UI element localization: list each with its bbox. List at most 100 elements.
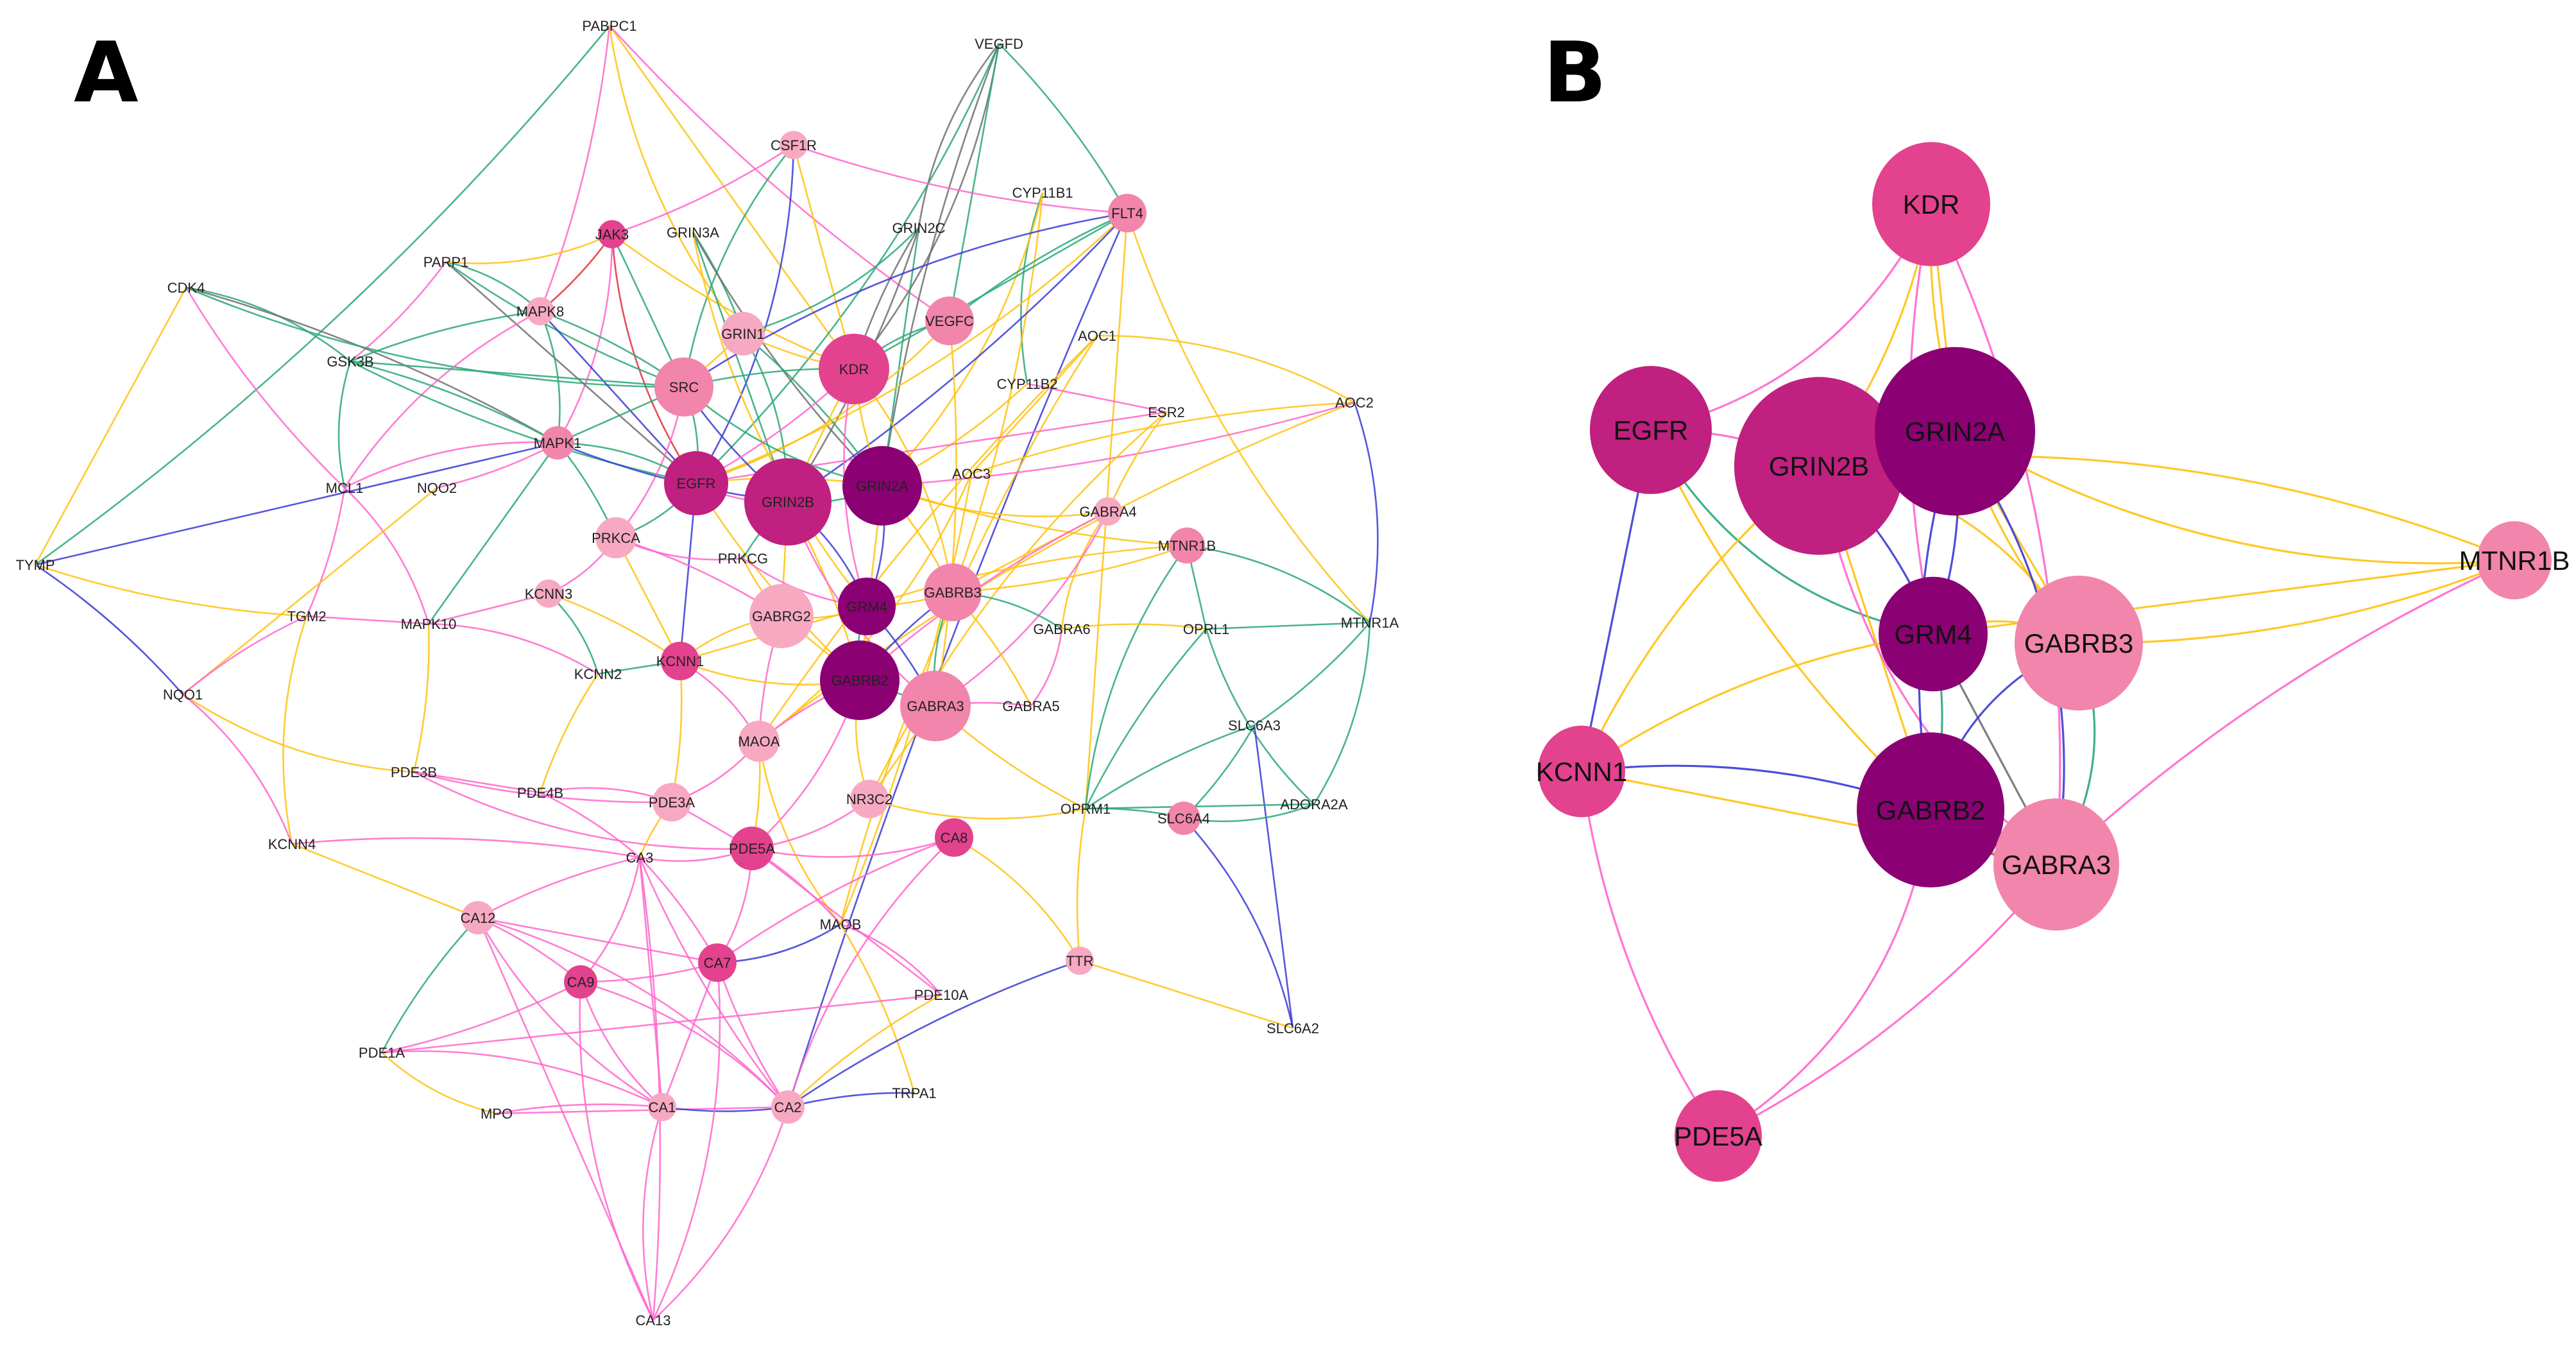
edge-ca13-ca12 [477, 917, 654, 1321]
node-label-maob: MAOB [820, 916, 862, 932]
node-nr3c2: NR3C2 [846, 780, 892, 818]
edge-vegfd-grin2c [917, 43, 1000, 228]
node-circle-gabrg2 [749, 584, 814, 648]
edge-nr3c2-oprm1 [869, 798, 1086, 820]
edge-tymp-tgm2 [35, 563, 307, 617]
node-label-kdr: KDR [1903, 189, 1960, 219]
node-circle-gabrb2 [1857, 732, 2004, 888]
node-circle-gabrb2 [820, 640, 900, 720]
node-label-gabrb3: GABRB3 [924, 585, 981, 601]
edge-pde1a-mpo [381, 1052, 497, 1115]
node-circle-mapk1 [541, 426, 574, 460]
node-gabrb2: GABRB2 [1857, 732, 2004, 888]
edge-mtnr1b-grm4 [866, 544, 1188, 608]
edge-cyp11b1-gabrb3 [951, 192, 1044, 593]
node-mtnr1a: MTNR1A [1341, 615, 1399, 631]
node-label-vegfc: VEGFC [925, 313, 974, 329]
edge-ttr-slc6a2 [1079, 959, 1293, 1029]
node-label-aoc3: AOC3 [952, 466, 991, 482]
node-pde10a: PDE10A [914, 987, 969, 1003]
node-gabrb3: GABRB3 [2015, 576, 2143, 710]
node-maob: MAOB [820, 916, 862, 932]
edge-slc6a3-slc6a4 [1183, 725, 1256, 819]
edge-cyp11b2-esr2 [1027, 382, 1167, 413]
node-label-gabra3: GABRA3 [2002, 850, 2111, 880]
edge-jak3-egfr [611, 234, 697, 484]
node-pde1a: PDE1A [359, 1045, 405, 1061]
node-pde5a: PDE5A [729, 827, 775, 870]
edge-ca9-pde1a [381, 981, 581, 1054]
node-kcnn2: KCNN2 [574, 666, 622, 682]
edge-mcl1-mapk10 [344, 487, 430, 624]
edge-ca8-ca7 [717, 836, 955, 964]
edge-parp1-jak3 [445, 233, 613, 264]
node-circle-nr3c2 [850, 780, 889, 818]
edge-vegfc-egfr [695, 320, 950, 485]
node-label-nr3c2: NR3C2 [846, 791, 892, 807]
node-vegfc: VEGFC [925, 296, 974, 345]
edge-tymp-nqo1 [35, 563, 183, 695]
node-label-egfr: EGFR [676, 476, 715, 492]
node-grm4: GRM4 [838, 578, 896, 635]
node-label-ca2: CA2 [774, 1099, 802, 1115]
node-gabra3: GABRA3 [900, 671, 971, 741]
node-kcnn1: KCNN1 [656, 642, 704, 680]
node-circle-ca7 [698, 943, 737, 982]
node-ca2: CA2 [771, 1090, 805, 1124]
node-label-mpo: MPO [481, 1106, 513, 1122]
node-prkcg: PRKCG [718, 551, 768, 567]
edge-pde4b-ca3 [540, 791, 640, 858]
node-label-pde3a: PDE3A [649, 795, 695, 811]
edge-mpo-ca1 [496, 1103, 663, 1115]
node-circle-ca12 [461, 901, 495, 934]
node-slc6a3: SLC6A3 [1228, 717, 1281, 734]
edge-mtnr1b-gabra3 [2055, 559, 2515, 866]
edge-ca9-ca1 [579, 981, 663, 1108]
node-label-tgm2: TGM2 [287, 608, 326, 624]
node-pde4b: PDE4B [517, 785, 563, 801]
node-grin2a: GRIN2A [1875, 347, 2035, 516]
node-gabra3: GABRA3 [1993, 798, 2119, 931]
node-label-gabrb2: GABRB2 [1876, 795, 1985, 825]
node-label-adora2a: ADORA2A [1280, 796, 1347, 812]
node-label-oprm1: OPRM1 [1061, 801, 1111, 817]
node-aoc3: AOC3 [952, 466, 991, 482]
edge-aoc2-mtnr1a [1353, 402, 1379, 623]
node-label-ttr: TTR [1066, 953, 1094, 969]
node-vegfd: VEGFD [975, 36, 1023, 52]
node-label-src: SRC [669, 379, 699, 395]
node-trpa1: TRPA1 [892, 1085, 936, 1101]
edge-ca2-ca13 [653, 1106, 789, 1321]
edge-grin3a-grm4 [692, 232, 868, 607]
node-label-esr2: ESR2 [1148, 404, 1184, 420]
node-circle-gabra4 [1094, 497, 1122, 526]
node-label-ca3: CA3 [626, 850, 654, 866]
node-label-grin2a: GRIN2A [856, 478, 908, 494]
node-circle-kcnn3 [534, 580, 563, 608]
node-oprm1: OPRM1 [1061, 801, 1111, 817]
edge-kcnn1-pde3a [670, 660, 683, 803]
node-pabpc1: PABPC1 [582, 18, 636, 34]
edge-ca1-ca13 [642, 1106, 663, 1321]
edge-tgm2-mapk10 [306, 615, 429, 625]
node-gabrb2: GABRB2 [820, 640, 900, 720]
edge-ca7-ca1 [661, 962, 719, 1108]
node-circle-mtnr1b [1169, 528, 1205, 563]
node-circle-ttr [1066, 947, 1094, 975]
edge-kcnn3-kcnn1 [548, 592, 681, 662]
edge-mapk8-gsk3b [350, 310, 541, 363]
node-mapk10: MAPK10 [401, 616, 457, 632]
node-grin2b: GRIN2B [744, 458, 832, 546]
edge-ca13-ca3 [638, 857, 661, 1321]
edge-mapk10-kcnn2 [428, 623, 599, 675]
edge-nqo1-pde3b [182, 693, 414, 773]
node-prkca: PRKCA [592, 517, 640, 558]
edge-parp1-gsk3b [350, 261, 447, 363]
edge-slc6a3-slc6a2 [1253, 725, 1294, 1029]
edge-ca12-ca7 [477, 916, 718, 964]
node-csf1r: CSF1R [771, 131, 817, 159]
edge-grin2c-grin1 [742, 227, 919, 335]
node-gabra6: GABRA6 [1033, 621, 1090, 637]
node-circle-mtnr1b [2477, 521, 2552, 599]
